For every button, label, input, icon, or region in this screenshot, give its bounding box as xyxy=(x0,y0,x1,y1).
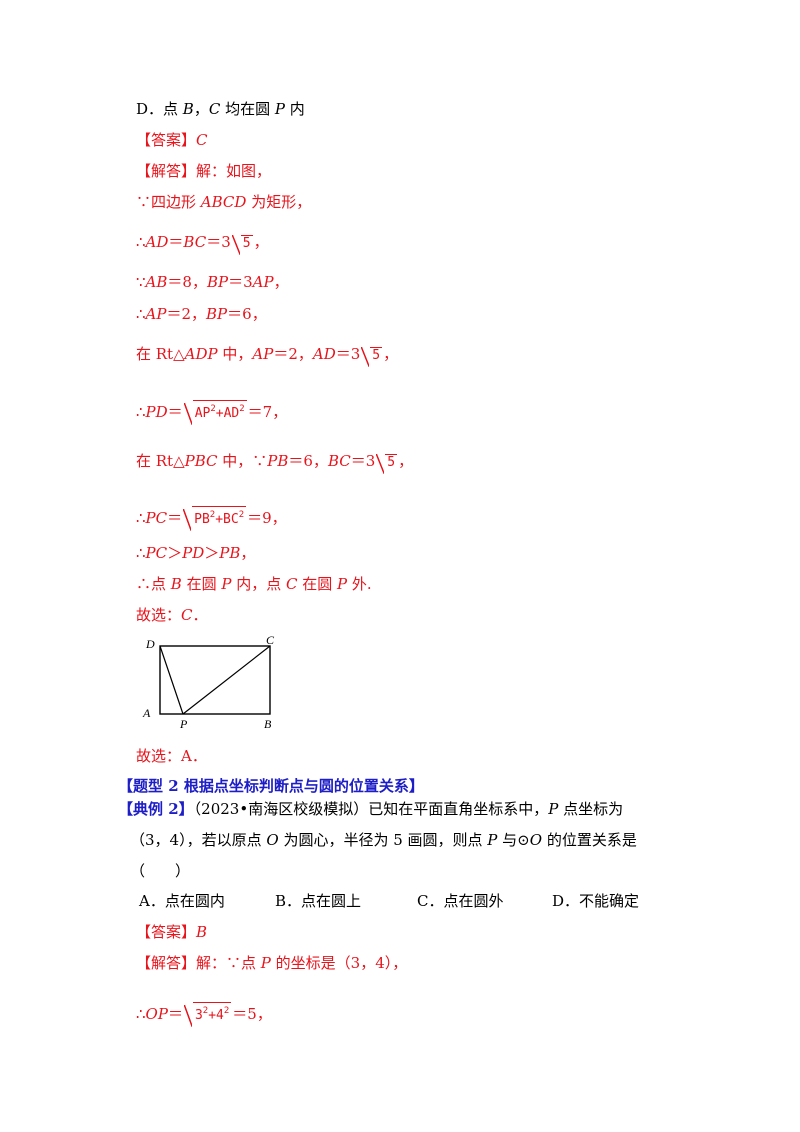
solution-line-11: 故选：C． xyxy=(136,606,208,624)
solution-2-line-2: ∴OP＝32+42＝5， xyxy=(136,1002,272,1027)
solution-line-4: ∴AP＝2，BP＝6， xyxy=(136,305,267,323)
answer-2: 【答案】B xyxy=(136,923,208,941)
solution-line-9: ∴PC＞PD＞PB， xyxy=(136,544,256,562)
segment-pc xyxy=(182,645,271,715)
solution-line-3: ∵AB＝8，BP＝3AP， xyxy=(136,273,289,291)
label-p: P xyxy=(179,717,188,731)
sqrt-pb-bc: PB2+BC2 xyxy=(183,506,247,531)
final-choice: 故选：A． xyxy=(136,747,207,765)
option-a: A．点在圆内 xyxy=(139,892,225,910)
sqrt-5: 5 xyxy=(361,344,383,367)
label-d: D xyxy=(145,637,155,651)
solution-line-6: ∴PD＝AP2+AD2＝7， xyxy=(136,400,287,425)
solution-line-1: ∵四边形 ABCD 为矩形， xyxy=(136,193,312,211)
rectangle-abcd xyxy=(159,645,271,715)
label-c: C xyxy=(266,633,275,647)
example-2-line-3: （ ） xyxy=(130,862,191,880)
option-b: B．点在圆上 xyxy=(275,892,362,910)
label-b: B xyxy=(264,717,272,731)
solution-line-10: ∴点 B 在圆 P 内，点 C 在圆 P 外. xyxy=(136,575,372,593)
solution-2-line-1: 【解答】解：∵点 P 的坐标是（3，4）， xyxy=(136,954,408,972)
section-heading: 【题型 2 根据点坐标判断点与圆的位置关系】 xyxy=(118,777,424,795)
rectangle-figure: D C A P B xyxy=(142,633,275,731)
solution-line-8: ∴PC＝PB2+BC2＝9， xyxy=(136,506,287,531)
option-d: D．不能确定 xyxy=(552,892,640,910)
label-a: A xyxy=(142,706,151,720)
option-d-text: D．点 B，C 均在圆 P 内 xyxy=(136,100,305,118)
sqrt-ap-ad: AP2+AD2 xyxy=(183,400,247,425)
sqrt-5: 5 xyxy=(376,451,398,474)
answer-1: 【答案】C xyxy=(136,131,208,149)
example-2-line-1: 【典例 2】（2023•南海区校级模拟）已知在平面直角坐标系中，P 点坐标为 xyxy=(118,800,624,818)
example-2-line-2: （3，4），若以原点 O 为圆心，半径为 5 画圆，则点 P 与⊙O 的位置关系… xyxy=(130,831,637,849)
solution-1-label: 【解答】解：如图， xyxy=(136,162,272,180)
segment-pd xyxy=(159,645,184,715)
sqrt-3-4: 32+42 xyxy=(183,1002,232,1027)
sqrt-5: 5 xyxy=(231,232,253,255)
option-c: C．点在圆外 xyxy=(417,892,504,910)
